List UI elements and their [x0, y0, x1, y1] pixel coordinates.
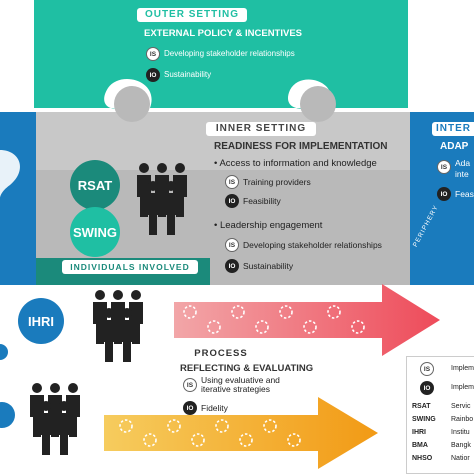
- is-badge: IS: [437, 160, 451, 174]
- inner-bullet-text: Access to information and knowledge: [219, 158, 377, 169]
- process-item-text: Fidelity: [201, 403, 228, 413]
- process-item-text: Using evaluative and iterative strategie…: [201, 375, 280, 394]
- legend-value: Implem: [451, 384, 474, 391]
- io-badge: IO: [225, 194, 239, 208]
- process-title: PROCESS: [180, 347, 262, 360]
- io-badge: IO: [183, 401, 197, 415]
- io-badge: IO: [420, 381, 434, 395]
- intervention-item-text: inte: [455, 169, 469, 179]
- legend-value: Bangk: [451, 442, 471, 449]
- gold-process-arrow: [104, 397, 378, 469]
- is-badge: IS: [225, 238, 239, 252]
- outer-setting-piece: [34, 0, 408, 109]
- individuals-involved-label: INDIVIDUALS INVOLVED: [62, 260, 198, 274]
- io-badge: IO: [225, 259, 239, 273]
- is-badge: IS: [420, 362, 434, 376]
- people-group-icon: [93, 290, 143, 362]
- is-badge: IS: [146, 47, 160, 61]
- legend-key: RSAT: [412, 403, 431, 410]
- is-badge: IS: [183, 378, 197, 392]
- ihri-circle: IHRI: [18, 298, 64, 344]
- inner-bullet: • Leadership engagement: [214, 220, 323, 231]
- process-heading: REFLECTING & EVALUATING: [180, 363, 314, 374]
- inner-setting-title: INNER SETTING: [206, 122, 316, 136]
- outer-setting-subtitle: EXTERNAL POLICY & INCENTIVES: [144, 28, 303, 39]
- legend-key: IHRI: [412, 429, 426, 436]
- pink-process-arrow: [174, 284, 440, 356]
- people-group-icon: [30, 383, 80, 455]
- legend-key: NHSO: [412, 455, 433, 462]
- legend-key: SWING: [412, 416, 436, 423]
- inner-bullet-text: Leadership engagement: [219, 220, 323, 231]
- swing-circle: SWING: [70, 207, 120, 257]
- outer-setting-title: OUTER SETTING: [137, 8, 247, 22]
- intervention-item-text: Feas: [455, 189, 474, 199]
- legend-value: Servic: [451, 403, 471, 410]
- people-group-icon: [137, 163, 187, 235]
- legend-value: Implem: [451, 365, 474, 372]
- legend-value: Rainbo: [451, 416, 474, 423]
- intervention-heading: ADAP: [440, 141, 469, 152]
- inner-item-text: Feasibility: [243, 196, 281, 206]
- legend-value: Natior: [451, 455, 470, 462]
- intervention-item-text: Ada: [455, 158, 471, 168]
- inner-item-text: Sustainability: [243, 261, 294, 271]
- legend-box: [406, 356, 474, 474]
- inner-setting-heading: READINESS FOR IMPLEMENTATION: [214, 141, 388, 152]
- io-badge: IO: [146, 68, 160, 82]
- outer-item-text: Developing stakeholder relationships: [164, 49, 295, 58]
- outer-item-text: Sustainability: [164, 70, 212, 79]
- inner-item-text: Training providers: [243, 177, 311, 187]
- rsat-circle: RSAT: [70, 160, 120, 210]
- is-badge: IS: [225, 175, 239, 189]
- legend-key: BMA: [412, 442, 428, 449]
- io-badge: IO: [437, 187, 451, 201]
- intervention-title: INTER: [432, 122, 474, 136]
- legend-value: Institu: [451, 429, 470, 436]
- inner-bullet: • Access to information and knowledge: [214, 158, 377, 169]
- inner-item-text: Developing stakeholder relationships: [243, 240, 382, 250]
- left-blue-piece: [0, 112, 40, 285]
